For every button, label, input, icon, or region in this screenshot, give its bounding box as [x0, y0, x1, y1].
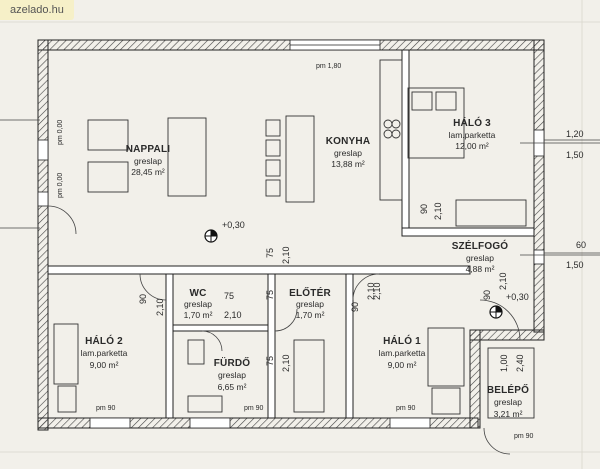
dim-2-40: 2,40 [515, 354, 525, 372]
level-main: +0,30 [222, 220, 245, 230]
dim-right-1-50a: 1,50 [566, 150, 584, 160]
room-area-szelfogo: 4,88 m² [466, 264, 495, 274]
room-floor-nappali: greslap [134, 156, 162, 166]
room-floor-szelfogo: greslap [466, 253, 494, 263]
furniture [53, 59, 535, 419]
dim-1-00: 1,00 [499, 354, 509, 372]
dim-2-10-wc: 2,10 [224, 310, 242, 320]
dim-75-furdo: 75 [265, 356, 275, 366]
dim-75-wc: 75 [224, 291, 234, 301]
room-floor-belepo: greslap [494, 397, 522, 407]
level-entry: +0,30 [506, 292, 529, 302]
level-markers [204, 229, 503, 319]
dim-2-10-halo2: 2,10 [155, 298, 165, 316]
parapet-left-2: pm 0,00 [57, 173, 64, 198]
dimension-lines [0, 119, 600, 256]
room-name-konyha: KONYHA [326, 136, 371, 147]
dim-2-10-a: 2,10 [281, 246, 291, 264]
room-name-wc: WC [189, 288, 206, 299]
dim-2-10-szelfogo: 2,10 [498, 272, 508, 290]
room-floor-furdo: greslap [218, 370, 246, 380]
room-name-halo3: HÁLÓ 3 [453, 116, 491, 129]
parapet-top: pm 1,80 [316, 63, 341, 70]
interior-walls [47, 49, 535, 419]
dim-2-10-halo1: 2,10 [366, 282, 376, 300]
room-floor-konyha: greslap [334, 148, 362, 158]
dim-90-halo2: 90 [138, 294, 148, 304]
room-area-eloter: 1,70 m² [296, 310, 325, 320]
dim-2-10-kitchen: 2,10 [433, 202, 443, 220]
room-name-furdo: FÜRDŐ [214, 356, 251, 369]
room-area-halo2: 9,00 m² [90, 360, 119, 370]
room-name-halo1: HÁLÓ 1 [383, 334, 421, 347]
dim-90-halo1: 90 [350, 302, 360, 312]
dim-right-60: 60 [576, 240, 586, 250]
parapet-bottom-4: pm 90 [514, 433, 534, 440]
dim-right-1-20: 1,20 [566, 129, 584, 139]
room-area-wc: 1,70 m² [184, 310, 213, 320]
dim-75-a: 75 [265, 248, 275, 258]
room-area-belepo: 3,21 m² [494, 409, 523, 419]
parapet-left-1: pm 0,00 [57, 120, 64, 145]
room-name-halo2: HÁLÓ 2 [85, 334, 123, 347]
parapet-bottom-3: pm 90 [396, 405, 416, 412]
room-area-nappali: 28,45 m² [131, 167, 165, 177]
dim-75-b: 75 [265, 290, 275, 300]
room-area-halo3: 12,00 m² [455, 141, 489, 151]
room-floor-halo2: lam.parketta [81, 348, 128, 358]
room-area-furdo: 6,65 m² [218, 382, 247, 392]
room-floor-eloter: greslap [296, 299, 324, 309]
dim-2-10-furdo: 2,10 [281, 354, 291, 372]
room-area-halo1: 9,00 m² [388, 360, 417, 370]
dim-2-10-b: 2,10 [372, 282, 382, 300]
watermark-label: azelado.hu [0, 0, 74, 20]
dim-90-kitchen: 90 [419, 204, 429, 214]
room-floor-wc: greslap [184, 299, 212, 309]
parapet-bottom-1: pm 90 [96, 405, 116, 412]
room-floor-halo3: lam.parketta [449, 130, 496, 140]
room-name-nappali: NAPPALI [126, 144, 171, 155]
room-name-belepo: BELÉPŐ [487, 383, 529, 396]
room-name-eloter: ELŐTÉR [289, 286, 331, 299]
dim-right-1-50b: 1,50 [566, 260, 584, 270]
parapet-bottom-2: pm 90 [244, 405, 264, 412]
doors [47, 205, 521, 455]
room-name-szelfogo: SZÉLFOGÓ [452, 239, 509, 252]
dim-90-szelfogo: 90 [482, 290, 492, 300]
room-area-konyha: 13,88 m² [331, 159, 365, 169]
room-floor-halo1: lam.parketta [379, 348, 426, 358]
